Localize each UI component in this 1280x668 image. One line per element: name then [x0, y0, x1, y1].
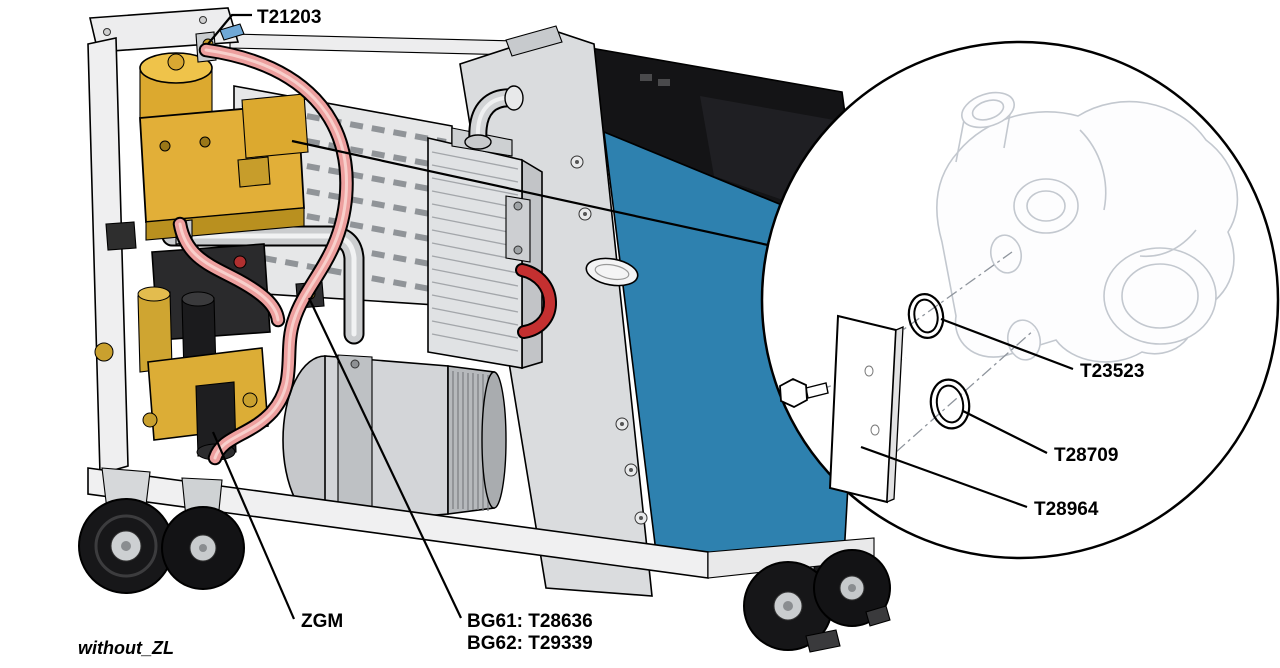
brake-lever [865, 605, 891, 627]
o-ring-small [907, 293, 945, 339]
vent-slot-icon [658, 79, 670, 86]
leader-t28709 [962, 410, 1048, 454]
callout-zgm-label: ZGM [301, 611, 343, 632]
coolant-hoses [172, 42, 354, 466]
leader-t23523 [940, 317, 1074, 371]
base-frame [87, 467, 875, 579]
callout-t21203-label: T21203 [257, 7, 321, 28]
valve-block [137, 243, 271, 461]
leader-zgm [211, 431, 296, 620]
brake-lever [805, 629, 841, 653]
filter-knob [105, 221, 137, 251]
leader-t21203 [207, 13, 252, 45]
vent-slot-icon [640, 74, 652, 81]
footnote-text: without_ZL [78, 638, 174, 658]
frame [87, 7, 561, 476]
ghost-valve-body [936, 91, 1239, 363]
brass-plug [94, 342, 114, 362]
caster-rear-right [743, 561, 841, 653]
callout-t23523-label: T23523 [1080, 361, 1144, 382]
detail-circle [760, 40, 1280, 560]
screw-icon [103, 28, 111, 36]
leader-detail-view [291, 139, 769, 247]
cover-plate [828, 314, 904, 504]
leader-t28964 [860, 445, 1028, 509]
screw-icon [199, 16, 207, 24]
panel-screws [570, 155, 648, 525]
caster-front-left [78, 467, 174, 594]
callout-t28709-label: T28709 [1054, 445, 1118, 466]
caster-far-right [813, 549, 891, 627]
callout-bg62-label: BG62: T29339 [467, 633, 593, 654]
heat-exchanger [427, 85, 557, 370]
chrome-elbow [464, 85, 524, 150]
hex-bolt [779, 377, 829, 409]
callout-bg61-label: BG61: T28636 [467, 611, 593, 632]
red-hose-loop [515, 263, 557, 339]
red-cap [233, 255, 247, 269]
motor-pump [282, 354, 507, 526]
leader-bg-sensors [308, 297, 462, 619]
o-ring-large [929, 378, 971, 430]
caster-mid-left [161, 477, 245, 590]
callout-t28964-label: T28964 [1034, 499, 1099, 520]
